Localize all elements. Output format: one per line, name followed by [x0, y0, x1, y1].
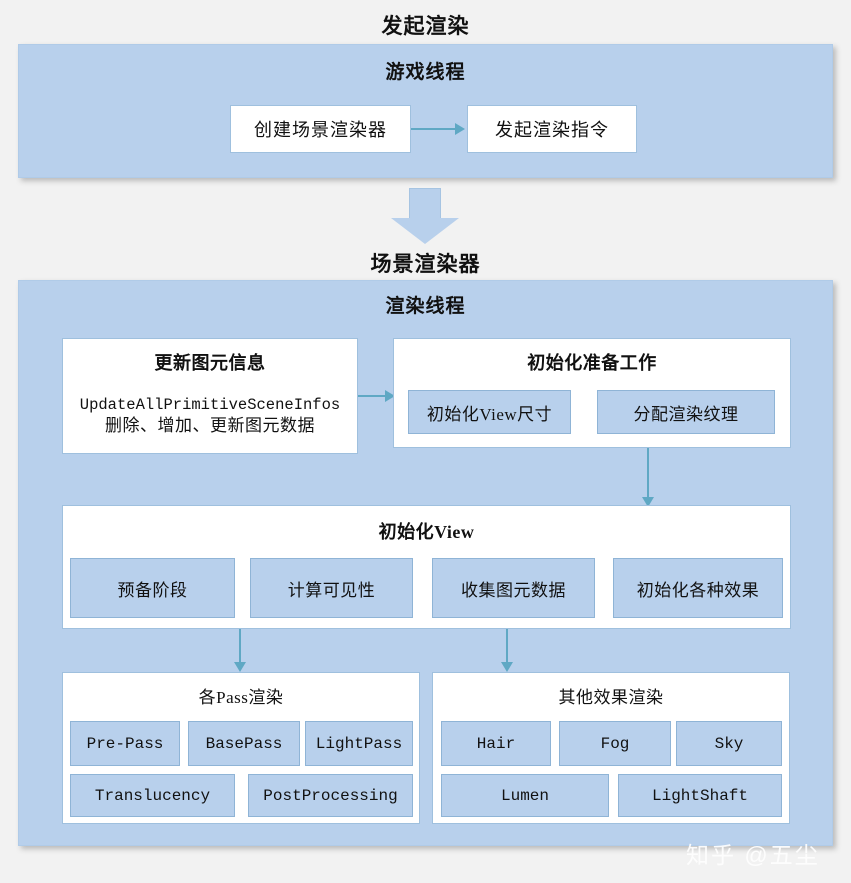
chip-base-pass[interactable]: BasePass	[188, 721, 300, 766]
chip-prepare-stage[interactable]: 预备阶段	[70, 558, 235, 618]
arrowhead-initview-to-pass	[234, 662, 246, 672]
chip-init-view-size[interactable]: 初始化View尺寸	[408, 390, 571, 434]
chip-fog[interactable]: Fog	[559, 721, 671, 766]
connector-initview-to-effects	[506, 629, 508, 666]
chip-init-effects[interactable]: 初始化各种效果	[613, 558, 783, 618]
block-arrow-head	[391, 218, 459, 244]
group-update-primitive-info: 更新图元信息 UpdateAllPrimitiveSceneInfos 删除、增…	[62, 338, 358, 454]
update-primitive-body: UpdateAllPrimitiveSceneInfos 删除、增加、更新图元数…	[63, 396, 357, 437]
watermark-zhihu: 知乎 @五尘	[686, 842, 820, 868]
connector-game-thread-horizontal	[411, 128, 458, 130]
group-title-init-prepare: 初始化准备工作	[527, 353, 657, 373]
block-arrow-down	[391, 188, 459, 244]
section-title-scene-renderer: 场景渲染器	[370, 252, 481, 276]
connector-update-to-prepare	[358, 395, 388, 397]
update-primitive-code-line: UpdateAllPrimitiveSceneInfos	[79, 396, 341, 414]
node-create-scene-renderer[interactable]: 创建场景渲染器	[230, 105, 411, 153]
chip-compute-visibility[interactable]: 计算可见性	[250, 558, 413, 618]
arrowhead-initview-to-effects	[501, 662, 513, 672]
arrowhead-update-to-prepare	[385, 390, 395, 402]
chip-sky[interactable]: Sky	[676, 721, 782, 766]
chip-hair[interactable]: Hair	[441, 721, 551, 766]
group-title-update-primitive-info: 更新图元信息	[154, 353, 266, 373]
chip-gather-primitive-data[interactable]: 收集图元数据	[432, 558, 595, 618]
chip-post-processing[interactable]: PostProcessing	[248, 774, 413, 817]
chip-translucency[interactable]: Translucency	[70, 774, 235, 817]
update-primitive-desc-line: 删除、增加、更新图元数据	[105, 416, 315, 436]
group-title-effect-render: 其他效果渲染	[558, 688, 664, 707]
node-issue-render-command[interactable]: 发起渲染指令	[467, 105, 637, 153]
connector-prepare-to-initview	[647, 448, 649, 501]
chip-pre-pass[interactable]: Pre-Pass	[70, 721, 180, 766]
section-title-initiate-render: 发起渲染	[381, 14, 470, 38]
panel-title-render-thread: 渲染线程	[385, 296, 466, 317]
group-title-init-view: 初始化View	[378, 522, 475, 542]
arrowhead-prepare-to-initview	[642, 497, 654, 507]
chip-allocate-render-texture[interactable]: 分配渲染纹理	[597, 390, 775, 434]
panel-game-thread: 游戏线程	[18, 44, 833, 178]
connector-initview-to-pass	[239, 629, 241, 666]
panel-title-game-thread: 游戏线程	[385, 62, 466, 83]
chip-lumen[interactable]: Lumen	[441, 774, 609, 817]
group-title-pass-render: 各Pass渲染	[198, 688, 284, 707]
arrowhead-game-thread	[455, 123, 465, 135]
chip-light-shaft[interactable]: LightShaft	[618, 774, 782, 817]
block-arrow-shaft	[409, 188, 441, 218]
chip-light-pass[interactable]: LightPass	[305, 721, 413, 766]
